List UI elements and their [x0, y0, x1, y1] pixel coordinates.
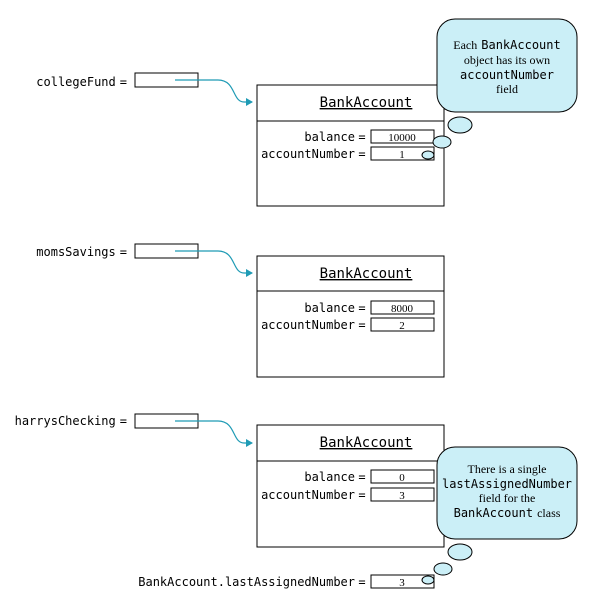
field-value-accountnumber: 1	[399, 149, 405, 161]
callout-line-3: accountNumber	[460, 68, 554, 82]
static-field-value: 3	[399, 577, 405, 589]
field-label-balance: balance	[304, 130, 355, 144]
field-label-balance: balance	[304, 470, 355, 484]
class-name: BankAccount	[320, 266, 413, 282]
variable-collegefund: collegeFund=	[36, 72, 253, 106]
bankaccount-object-3: BankAccount balance = 0 accountNumber = …	[256, 424, 445, 548]
class-name: BankAccount	[320, 95, 413, 111]
thought-bubble-dot	[433, 562, 453, 576]
variable-label: collegeFund=	[36, 75, 127, 89]
reference-arrow	[175, 79, 253, 106]
thought-bubble-dot	[421, 150, 435, 160]
callout-line-3: field for the	[479, 491, 536, 505]
field-box-balance	[370, 129, 435, 144]
field-label-accountnumber: accountNumber	[261, 318, 355, 332]
equals-sign: =	[358, 130, 365, 144]
field-box-accountnumber	[370, 317, 435, 332]
field-label-accountnumber: accountNumber	[261, 147, 355, 161]
field-value-balance: 0	[399, 472, 405, 484]
object-box	[256, 84, 445, 207]
equals-sign: =	[358, 488, 365, 502]
callout-bottom: There is a single lastAssignedNumber fie…	[421, 446, 578, 585]
field-value-balance: 8000	[391, 303, 414, 315]
bankaccount-object-1: BankAccount balance = 10000 accountNumbe…	[256, 84, 445, 207]
equals-sign: =	[120, 414, 127, 428]
variable-label: momsSavings=	[36, 245, 127, 259]
field-value-balance: 10000	[388, 132, 416, 144]
equals-sign: =	[358, 575, 365, 589]
thought-bubble-dot	[421, 575, 435, 585]
equals-sign: =	[358, 301, 365, 315]
thought-bubble-dot	[432, 135, 452, 149]
class-name: BankAccount	[320, 435, 413, 451]
field-label-accountnumber: accountNumber	[261, 488, 355, 502]
variable-harryschecking: harrysChecking=	[15, 413, 253, 447]
field-box-balance	[370, 300, 435, 315]
reference-arrow	[175, 420, 253, 447]
bankaccount-object-2: BankAccount balance = 8000 accountNumber…	[256, 255, 445, 378]
callout-bubble	[436, 446, 578, 540]
equals-sign: =	[120, 245, 127, 259]
object-box	[256, 424, 445, 548]
thought-bubble-dot	[447, 116, 473, 134]
field-box-accountnumber	[370, 487, 435, 502]
field-value-accountnumber: 3	[399, 490, 405, 502]
variable-label: harrysChecking=	[15, 414, 127, 428]
equals-sign: =	[358, 147, 365, 161]
equals-sign: =	[120, 75, 127, 89]
field-value-accountnumber: 2	[399, 320, 405, 332]
callout-line-2: lastAssignedNumber	[442, 477, 572, 491]
field-box-balance	[370, 469, 435, 484]
field-label-balance: balance	[304, 301, 355, 315]
callout-line-2: object has its own	[464, 53, 550, 67]
thought-bubble-dot	[447, 543, 473, 561]
equals-sign: =	[358, 470, 365, 484]
static-field-label: BankAccount.lastAssignedNumber	[138, 575, 355, 589]
variable-momssavings: momsSavings=	[36, 243, 253, 277]
object-box	[256, 255, 445, 378]
callout-line-1: There is a single	[468, 462, 547, 476]
equals-sign: =	[358, 318, 365, 332]
callout-line-4: field	[496, 82, 518, 96]
static-field: BankAccount.lastAssignedNumber = 3	[138, 574, 435, 589]
callout-bubble	[436, 18, 578, 113]
reference-arrow	[175, 250, 253, 277]
